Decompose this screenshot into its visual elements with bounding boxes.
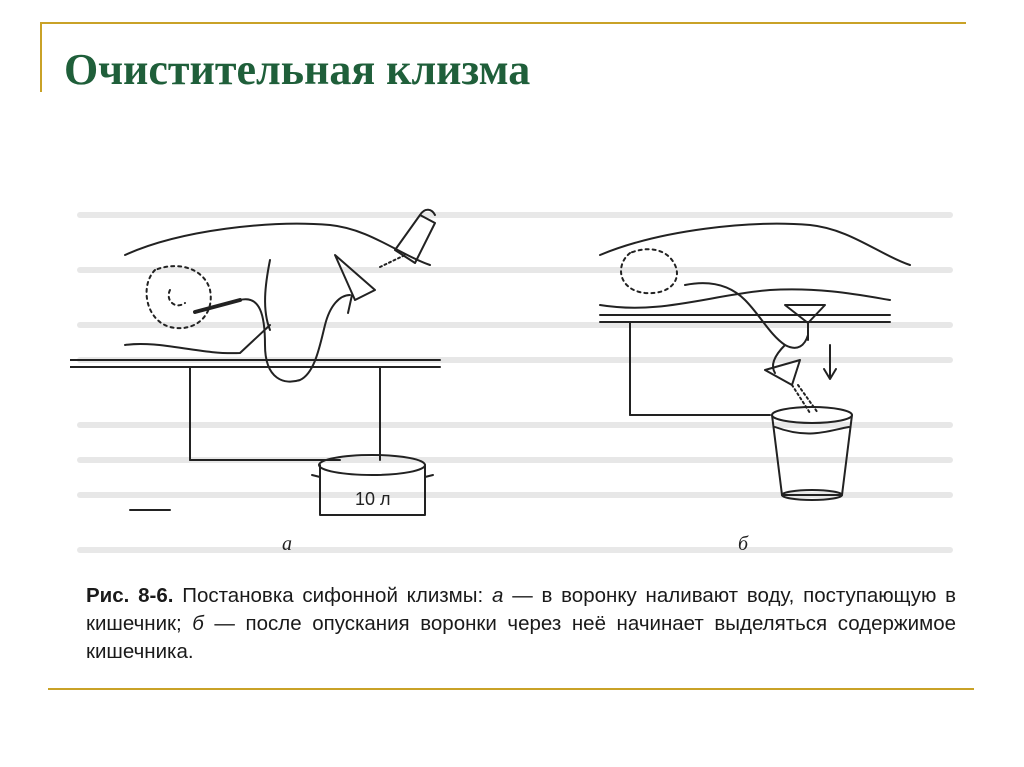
top-rule	[40, 22, 966, 24]
figure-drawing: 10 л	[69, 208, 953, 553]
panel-a-patient	[69, 208, 441, 516]
pot-volume-label: 10 л	[355, 489, 391, 509]
caption-a: а	[492, 584, 504, 607]
figure-caption: Рис. 8-6. Постановка сифонной клизмы: а …	[86, 582, 956, 666]
caption-text-1: Постановка сифонной клизмы:	[173, 584, 492, 607]
panel-b-label: б	[738, 533, 749, 555]
caption-text-2: — в воронку наливают воду, поступающую в…	[86, 584, 956, 635]
panel-a-label: а	[282, 533, 292, 555]
siphon-enema-figure: 10 л	[69, 195, 960, 575]
panel-b-patient	[599, 222, 911, 501]
caption-text-3: — после опускания воронки через неё начи…	[86, 612, 956, 663]
slide-title: Очистительная клизма	[64, 45, 531, 94]
bottom-rule	[48, 688, 974, 690]
caption-b: б	[192, 612, 204, 635]
left-rule	[40, 22, 42, 92]
caption-reference: Рис. 8-6.	[86, 584, 174, 607]
